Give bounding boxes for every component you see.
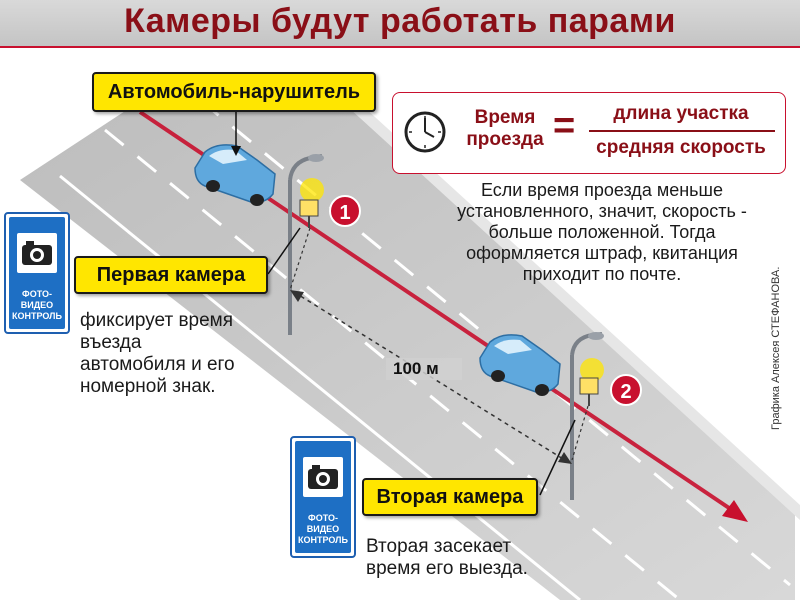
camera-sign-symbol [17, 233, 57, 273]
camera-icon [579, 358, 604, 406]
formula-denominator: средняя скорость [596, 137, 766, 158]
lane-marking [59, 174, 581, 600]
formula-box: Время проезда = длина участка средняя ск… [392, 92, 786, 174]
camera1-label: Первая камера [74, 256, 268, 294]
distance-arrow-icon [290, 290, 304, 302]
sign-text: ФОТО-ВИДЕО КОНТРОЛЬ [12, 289, 62, 321]
car-icon [479, 334, 561, 396]
camera-sign-symbol [303, 457, 343, 497]
pointer-line [267, 227, 301, 275]
road-surface [20, 96, 795, 600]
pointer-line [539, 419, 576, 496]
formula-left: Время проезда [466, 107, 544, 150]
sign-text: ФОТО-ВИДЕО КОНТРОЛЬ [298, 513, 348, 545]
distance-arrow-icon [558, 452, 572, 464]
car-icon [194, 144, 276, 206]
camera2-note: Вторая засекает время его выезда. [366, 536, 528, 579]
pointer-line [289, 227, 311, 291]
distance-label: 100 м [393, 359, 439, 378]
camera1-label-text: Первая камера [96, 264, 246, 286]
camera2-label: Вторая камера [362, 478, 538, 516]
formula-fraction-line [589, 130, 775, 132]
camera-sign-icon: ФОТО-ВИДЕО КОНТРОЛЬ [4, 212, 70, 334]
violator-label-text: Автомобиль-нарушитель [107, 81, 361, 103]
formula-equals: = [553, 105, 576, 147]
formula-numerator: длина участка [613, 103, 749, 124]
camera-icon [299, 178, 324, 228]
title-bar [0, 0, 800, 48]
route-arrow-icon [722, 500, 748, 522]
camera-sign-icon: ФОТО-ВИДЕО КОНТРОЛЬ [290, 436, 356, 558]
camera2-label-text: Вторая камера [376, 486, 524, 508]
violator-label: Автомобиль-нарушитель [92, 72, 376, 112]
explanation-text: Если время проезда меньше установленного… [457, 180, 747, 284]
marker-1 [329, 195, 361, 227]
title-banner: Камеры будут работать парами [0, 0, 800, 48]
marker-1-label: 1 [339, 202, 350, 224]
marker-2 [610, 374, 642, 406]
clock-icon [404, 111, 446, 153]
street-lamp-icon [288, 154, 324, 335]
road-shoulder [336, 96, 800, 520]
camera1-note: фиксирует время въезда автомобиля и его … [80, 310, 235, 397]
page-title: Камеры будут работать парами [124, 2, 676, 40]
graphics-credit: Графика Алексея СТЕФАНОВА. [770, 266, 782, 430]
marker-2-label: 2 [620, 381, 631, 403]
